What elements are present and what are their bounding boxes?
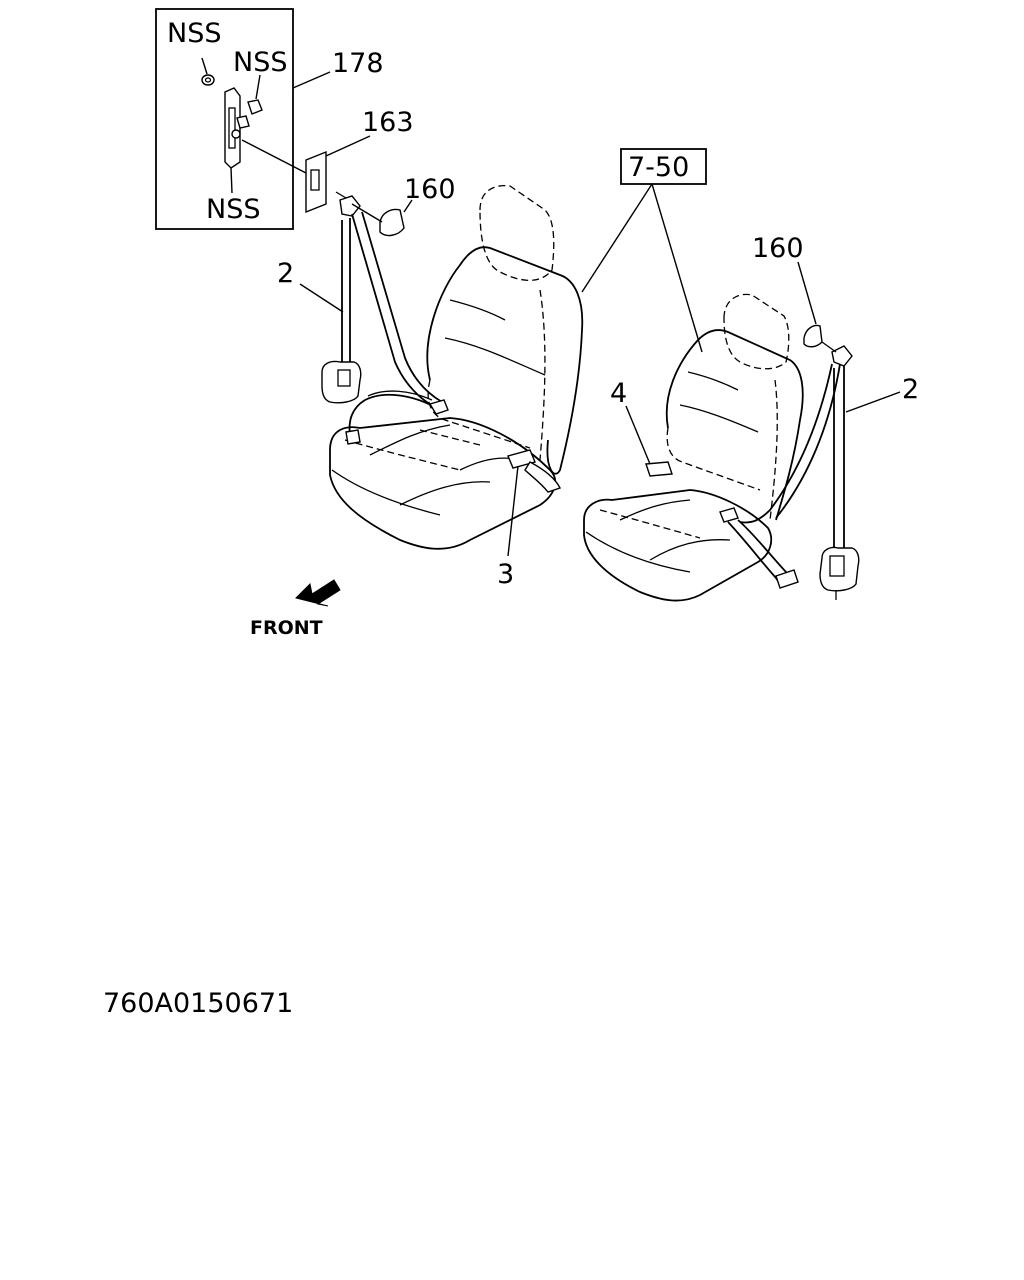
label-front: FRONT (250, 617, 323, 639)
detail-inset (155, 8, 307, 230)
label-nss-bottom: NSS (206, 194, 260, 225)
guide-160-left (351, 199, 413, 237)
leader-2-right (845, 391, 901, 413)
leader-2-left (299, 283, 344, 313)
label-nss-top-right: NSS (233, 47, 287, 78)
label-part-2-left: 2 (277, 258, 294, 289)
left-seat-belt (321, 191, 561, 493)
cover-163 (305, 135, 371, 214)
leader-178 (292, 71, 331, 89)
left-seat (329, 184, 584, 550)
right-seat-belt (645, 341, 860, 600)
right-seat (583, 293, 804, 602)
leader-3 (507, 465, 519, 557)
label-part-3: 3 (497, 559, 514, 590)
label-part-163: 163 (362, 107, 414, 138)
guide-160-right (797, 261, 823, 348)
drawing-number: 760A0150671 (103, 988, 293, 1019)
leader-4 (625, 405, 651, 465)
label-part-178: 178 (332, 48, 384, 79)
reference-7-50 (581, 148, 707, 353)
label-part-4: 4 (610, 378, 627, 409)
label-part-2-right: 2 (902, 374, 919, 405)
label-part-160-right: 160 (752, 233, 804, 264)
label-part-160-left: 160 (404, 174, 456, 205)
front-arrow-icon (295, 579, 341, 607)
label-ref-7-50: 7-50 (628, 152, 689, 183)
label-nss-top-left: NSS (167, 18, 221, 49)
